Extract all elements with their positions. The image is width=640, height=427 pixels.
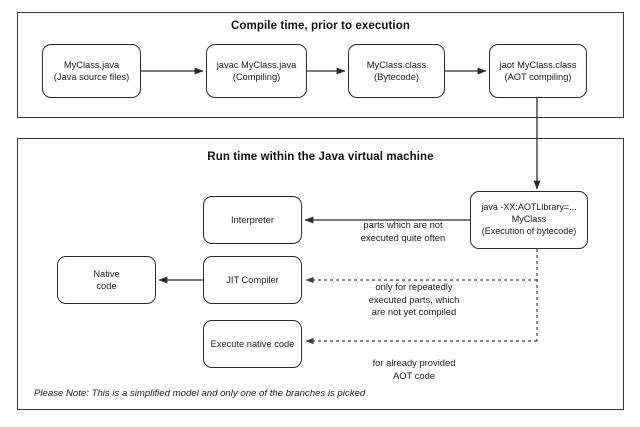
node-myclass-class[interactable]: MyClass.class (Bytecode): [348, 44, 445, 98]
node-jaot-myclass-class[interactable]: jaot MyClass.class (AOT compiling): [489, 44, 587, 98]
node-myclass-class-line1: MyClass.class: [366, 59, 427, 70]
node-javac-line2: (Compiling): [232, 72, 281, 82]
node-javac-myclass-java[interactable]: javac MyClass.java (Compiling): [206, 44, 307, 98]
node-jaot-line2: (AOT compiling): [504, 72, 572, 82]
edge-label-to-jit-compiler: only for repeatedly executed parts, whic…: [368, 281, 460, 318]
node-interpreter-label: Interpreter: [231, 214, 274, 225]
diagram-note: Please Note: This is a simplified model …: [34, 388, 366, 399]
node-java-execution[interactable]: java -XX:AOTLibrary=... MyClass (Executi…: [470, 191, 588, 249]
node-java-execution-line1: java -XX:AOTLibrary=...: [481, 202, 577, 213]
node-java-execution-line2: MyClass: [511, 214, 547, 225]
compile-time-title: Compile time, prior to execution: [231, 20, 410, 32]
edge-label-to-interpreter: parts which are not executed quite often: [360, 219, 446, 243]
node-native-code[interactable]: Native code: [57, 256, 156, 304]
node-jaot-line1: jaot MyClass.class: [499, 59, 577, 70]
node-myclass-java-line2: (Java source files): [53, 72, 130, 82]
node-myclass-java[interactable]: MyClass.java (Java source files): [42, 44, 141, 98]
node-native-code-line1: Native: [93, 268, 120, 279]
edge-label-to-execute-native: for already provided AOT code: [372, 357, 456, 381]
node-java-execution-line3: (Execution of bytecode): [481, 225, 577, 236]
node-javac-line1: javac MyClass.java: [216, 59, 297, 70]
run-time-title: Run time within the Java virtual machine: [207, 151, 434, 163]
node-execute-native-code[interactable]: Execute native code: [203, 320, 302, 368]
node-myclass-java-line1: MyClass.java: [63, 59, 120, 70]
node-jit-compiler-label: JIT Compiler: [226, 274, 279, 285]
node-native-code-line2: code: [96, 281, 117, 291]
node-interpreter[interactable]: Interpreter: [203, 196, 302, 244]
node-execute-native-code-label: Execute native code: [210, 338, 295, 349]
node-myclass-class-line2: (Bytecode): [374, 72, 419, 82]
node-jit-compiler[interactable]: JIT Compiler: [203, 256, 302, 304]
